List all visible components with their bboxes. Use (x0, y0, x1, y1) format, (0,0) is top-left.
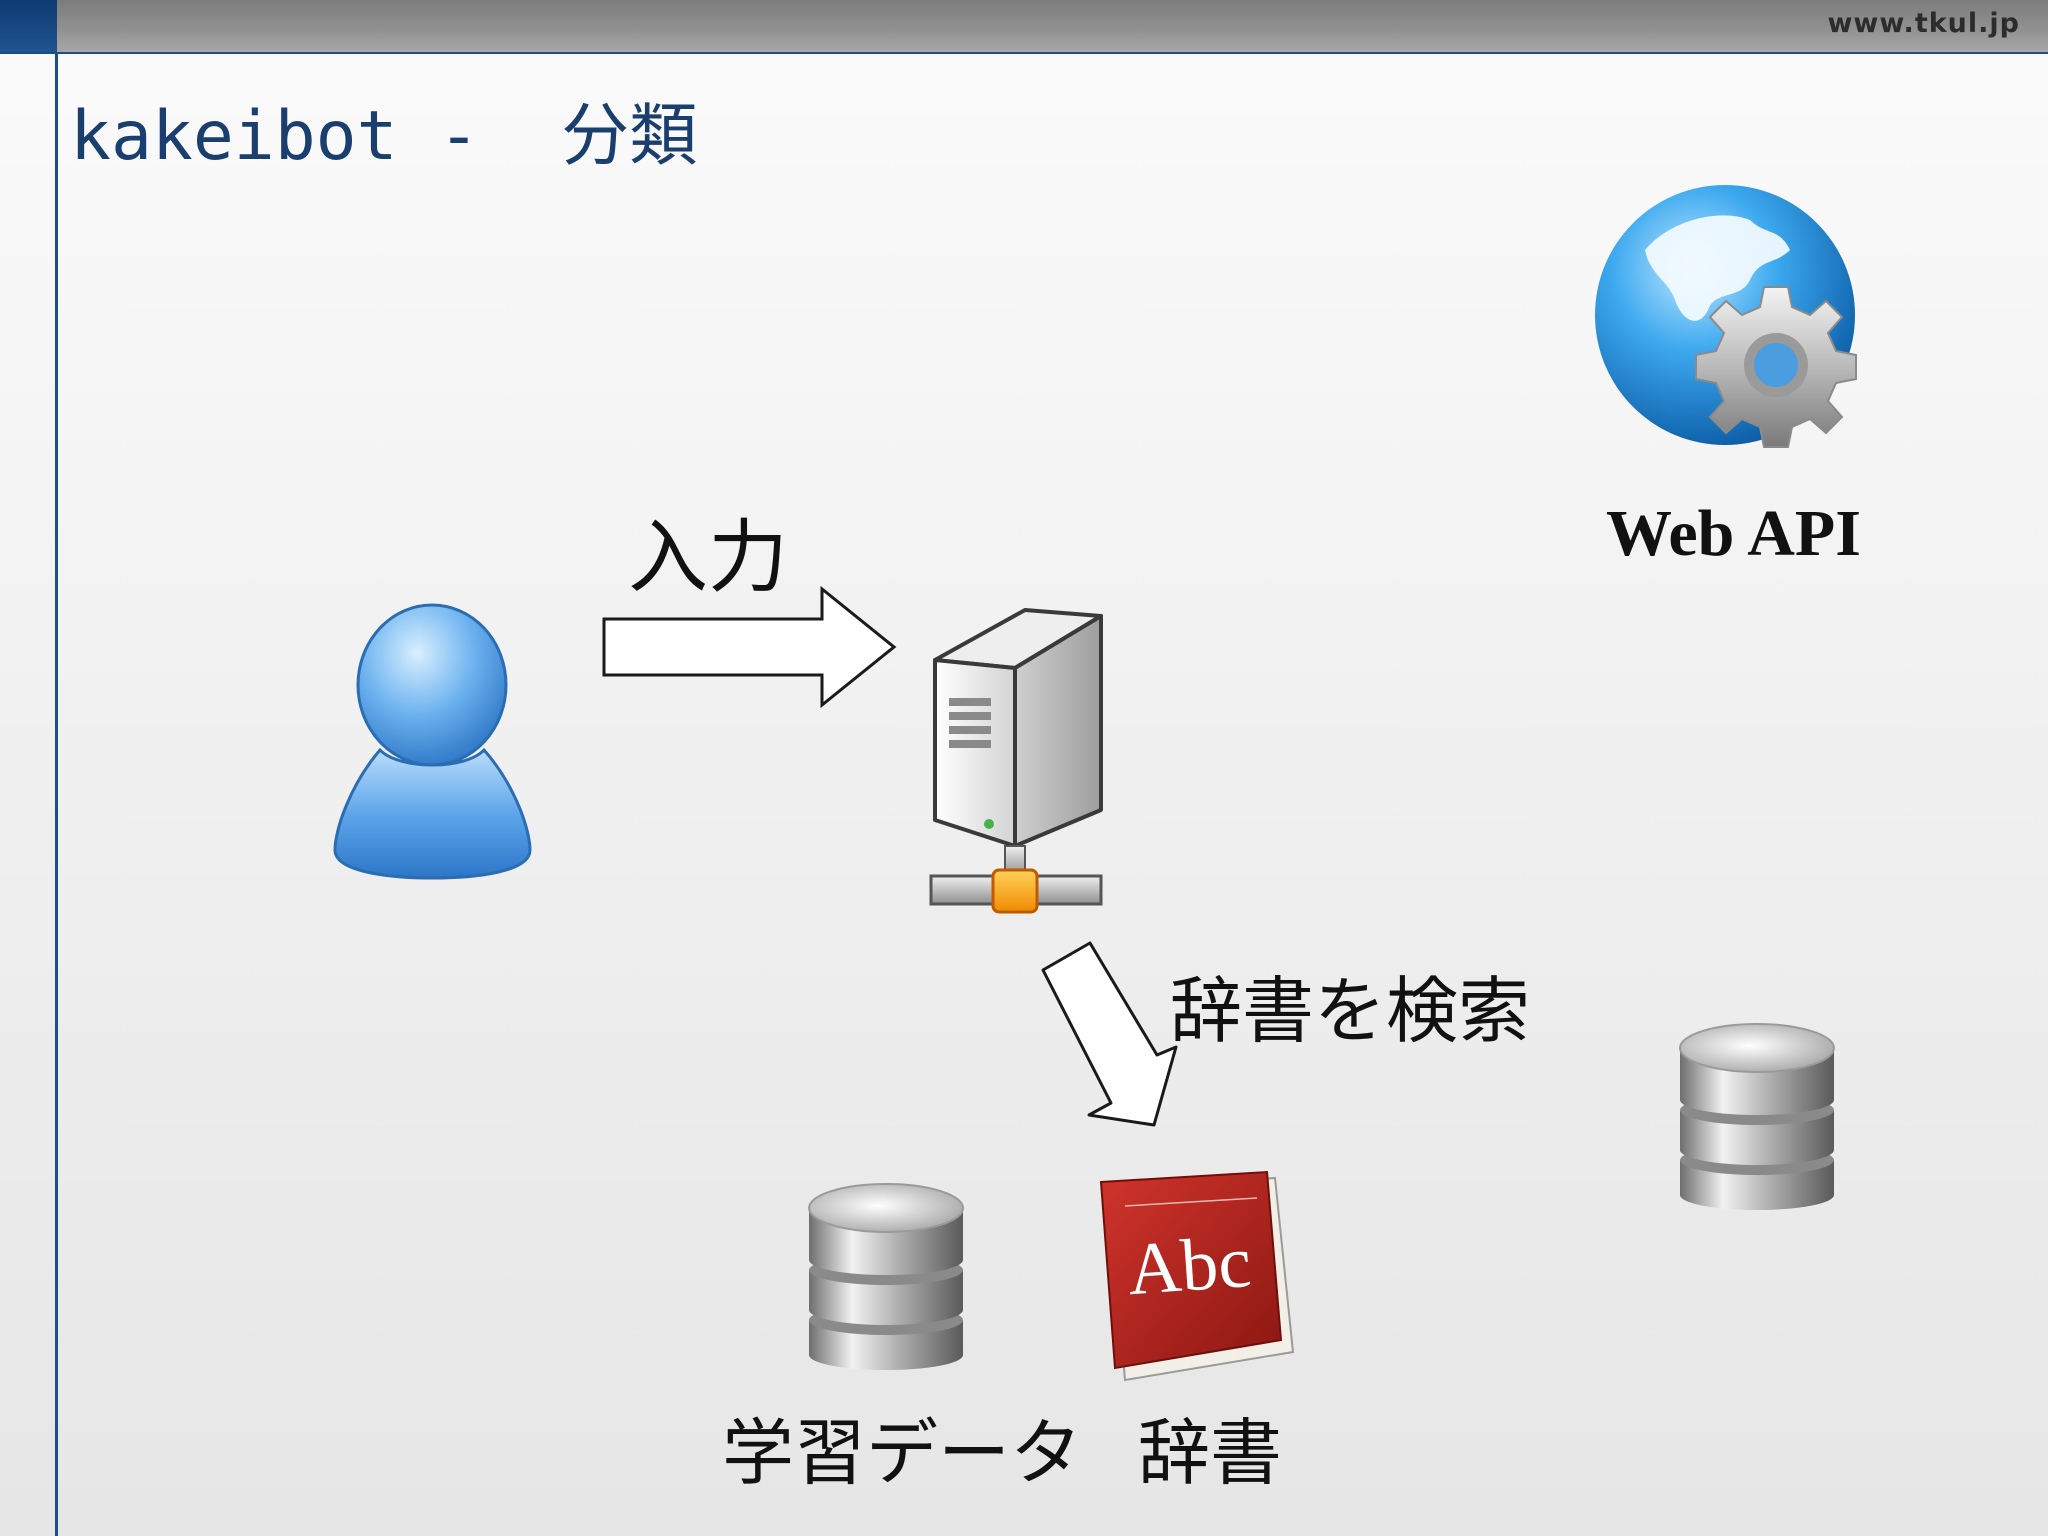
dictionary-label: 辞書 (1138, 1411, 1283, 1495)
user-icon (333, 603, 532, 880)
input-arrow-label: 入力 (628, 511, 788, 604)
slide-title: kakeibot - 分類 (70, 97, 698, 176)
top-bar (0, 0, 2048, 54)
input-arrow (602, 585, 897, 709)
server-icon (929, 608, 1103, 914)
search-arrow (1041, 941, 1178, 1127)
training-data-label: 学習データ (722, 1411, 1083, 1495)
corner-accent (0, 0, 57, 52)
book-cover-text: Abc (1125, 1221, 1254, 1311)
search-arrow-label: 辞書を検索 (1170, 969, 1531, 1053)
database-icon (1679, 1023, 1835, 1210)
globe-gear-icon (1595, 185, 1857, 448)
site-url: www.tkul.jp (1827, 8, 2020, 39)
left-rule (55, 52, 58, 1536)
dictionary-book-icon: Abc (1099, 1170, 1295, 1382)
training-data-database-icon (808, 1183, 964, 1370)
web-api-label: Web API (1606, 497, 1861, 570)
